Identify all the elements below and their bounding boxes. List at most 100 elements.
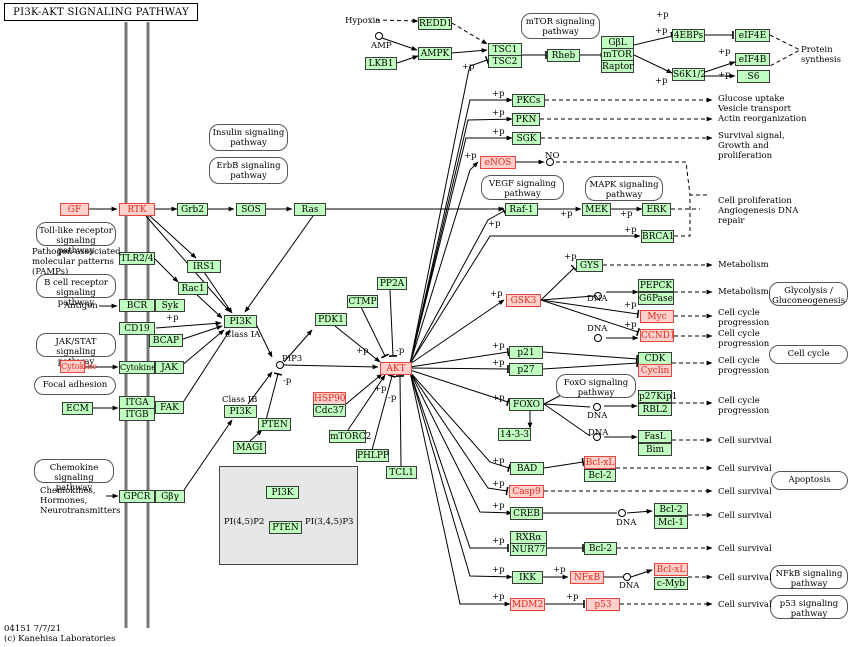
gene-gys[interactable]: GYS — [576, 259, 603, 272]
gene-lkb1[interactable]: LKB1 — [365, 57, 397, 70]
gene-s6k12[interactable]: S6K1/2 — [672, 68, 707, 81]
pathway-insulin[interactable]: Insulin signaling pathway — [209, 124, 288, 151]
gene-bad[interactable]: BAD — [510, 462, 544, 475]
gene-bcap[interactable]: BCAP — [149, 334, 183, 347]
gene-ctmp[interactable]: CTMP — [347, 295, 378, 308]
gene-ecm[interactable]: ECM — [62, 402, 93, 415]
pathway-erbb[interactable]: ErbB signaling pathway — [209, 157, 288, 184]
pathway-vegf[interactable]: VEGF signaling pathway — [481, 175, 564, 200]
gene-raf1[interactable]: Raf-1 — [505, 203, 538, 216]
gene-14-3-3[interactable]: 14-3-3 — [498, 428, 531, 441]
gene-bcl-2[interactable]: Bcl-2 — [584, 469, 616, 482]
gene-cdc37[interactable]: Cdc37 — [313, 404, 346, 417]
gene-syk[interactable]: Syk — [155, 299, 185, 312]
gene-grb2[interactable]: Grb2 — [177, 203, 208, 216]
gene-p53[interactable]: p53 — [586, 598, 620, 611]
gene-tcl1[interactable]: TCL1 — [386, 466, 417, 479]
gene-redd1[interactable]: REDD1 — [418, 17, 453, 30]
gene-4ebps[interactable]: 4EBPs — [672, 29, 705, 42]
pathway-bcell[interactable]: B cell receptor signaling pathway — [36, 274, 116, 308]
gene-mcl-1[interactable]: Mcl-1 — [654, 516, 688, 529]
gene-myc[interactable]: Myc — [640, 310, 674, 323]
gene-gby[interactable]: Gβγ — [155, 490, 185, 503]
gene-itga[interactable]: ITGA — [119, 396, 155, 409]
pathway-mtor[interactable]: mTOR signaling pathway — [521, 13, 600, 39]
gene-cytokine[interactable]: Cytokine — [60, 360, 97, 373]
gene-c-myb[interactable]: c-Myb — [654, 577, 688, 590]
gene-rbl2[interactable]: RBL2 — [638, 403, 672, 416]
gene-magi[interactable]: MAGI — [233, 441, 266, 454]
gene-bcl-xl[interactable]: Bcl-xL — [584, 456, 616, 469]
pathway-jakstat[interactable]: JAK/STAT signaling pathway — [36, 333, 116, 367]
pathway-nfkb[interactable]: NFkB signaling pathway — [770, 565, 848, 589]
gene-pkn[interactable]: PKN — [512, 113, 540, 126]
gene-bcl-2[interactable]: Bcl-2 — [584, 542, 617, 555]
gene-creb[interactable]: CREB — [510, 507, 543, 520]
gene-foxo[interactable]: FOXO — [509, 398, 544, 411]
pathway-cell-cycle[interactable]: Cell cycle — [769, 345, 848, 364]
gene-hsp90[interactable]: HSP90 — [313, 392, 346, 405]
gene-tlr24[interactable]: TLR2/4 — [119, 252, 155, 265]
gene-pi3k-class-ia[interactable]: PI3K — [224, 315, 257, 328]
gene-erk[interactable]: ERK — [642, 203, 671, 216]
pathway-glycolysis[interactable]: Glycolysis / Gluconeogenesis — [769, 282, 848, 306]
gene-cytokiner[interactable]: CytokineR — [119, 361, 162, 374]
gene-ccnd1[interactable]: CCND1 — [640, 329, 676, 342]
gene-phlpp[interactable]: PHLPP — [356, 449, 389, 462]
pathway-chemokine[interactable]: Chemokine signaling pathway — [34, 459, 114, 493]
gene-akt[interactable]: AKT — [380, 362, 412, 375]
gene-raptor[interactable]: Raptor — [601, 60, 634, 73]
gene-p27[interactable]: p27 — [509, 363, 543, 376]
gene-ikk[interactable]: IKK — [512, 571, 543, 584]
gene-pi3k-class-ib[interactable]: PI3K — [224, 405, 257, 418]
gene-gf[interactable]: GF — [60, 203, 89, 216]
gene-rtk[interactable]: RTK — [119, 203, 155, 216]
gene-cyclin[interactable]: Cyclin — [638, 364, 672, 377]
pathway-apoptosis[interactable]: Apoptosis — [771, 471, 848, 490]
gene-s6[interactable]: S6 — [737, 70, 770, 83]
pathway-toll-like[interactable]: Toll-like receptor signaling pathway — [36, 222, 116, 256]
gene-pepck[interactable]: PEPCK — [638, 279, 674, 292]
gene-eif4b[interactable]: eIF4B — [735, 53, 770, 66]
gene-enos[interactable]: eNOS — [480, 156, 516, 169]
gene-g6pase[interactable]: G6Pase — [638, 292, 674, 305]
inset-gene-pi3k[interactable]: PI3K — [266, 486, 299, 499]
gene-jak[interactable]: JAK — [155, 361, 184, 374]
gene-eif4e[interactable]: eIF4E — [735, 29, 770, 42]
gene-fak[interactable]: FAK — [155, 401, 184, 414]
gene-bcl-xl[interactable]: Bcl-xL — [654, 563, 688, 576]
gene-tsc2[interactable]: TSC2 — [488, 55, 522, 68]
gene-sos[interactable]: SOS — [236, 203, 266, 216]
gene-pkcs[interactable]: PKCs — [512, 94, 545, 107]
gene-p21[interactable]: p21 — [509, 346, 543, 359]
gene-irs1[interactable]: IRS1 — [187, 260, 221, 273]
gene-casp9[interactable]: Casp9 — [509, 485, 544, 498]
gene-pten[interactable]: PTEN — [258, 418, 291, 431]
gene-gsk3[interactable]: GSK3 — [506, 294, 541, 307]
gene-pp2a[interactable]: PP2A — [377, 277, 407, 290]
pathway-p53[interactable]: p53 signaling pathway — [770, 595, 848, 619]
gene-bcl-2[interactable]: Bcl-2 — [654, 503, 688, 516]
gene-pdk1[interactable]: PDK1 — [315, 313, 347, 326]
gene-gpcr[interactable]: GPCR — [119, 490, 155, 503]
gene-ampk[interactable]: AMPK — [418, 47, 452, 60]
gene-sgk[interactable]: SGK — [512, 132, 541, 145]
gene-rheb[interactable]: Rheb — [547, 49, 580, 62]
gene-brca1[interactable]: BRCA1 — [641, 230, 675, 243]
gene-p27kip1[interactable]: p27Kip1 — [638, 390, 678, 403]
gene-mdm2[interactable]: MDM2 — [510, 598, 545, 611]
gene-mtorc2[interactable]: mTORC2 — [329, 430, 372, 443]
gene-bim[interactable]: Bim — [638, 443, 672, 456]
inset-gene-pten[interactable]: PTEN — [269, 521, 302, 534]
pathway-foxo[interactable]: FoxO signaling pathway — [556, 374, 636, 398]
gene-nur77[interactable]: NUR77 — [510, 543, 547, 556]
pathway-focal-adhesion[interactable]: Focal adhesion — [34, 376, 116, 395]
gene-ras[interactable]: Ras — [294, 203, 326, 216]
gene-rac1[interactable]: Rac1 — [178, 282, 208, 295]
gene-bcr[interactable]: BCR — [119, 299, 155, 312]
gene-cd19[interactable]: CD19 — [119, 322, 155, 335]
gene-fasl[interactable]: FasL — [638, 430, 672, 443]
gene-nfkb[interactable]: NFκB — [570, 571, 604, 584]
gene-itgb[interactable]: ITGB — [119, 408, 155, 421]
pathway-mapk[interactable]: MAPK signaling pathway — [585, 176, 663, 201]
